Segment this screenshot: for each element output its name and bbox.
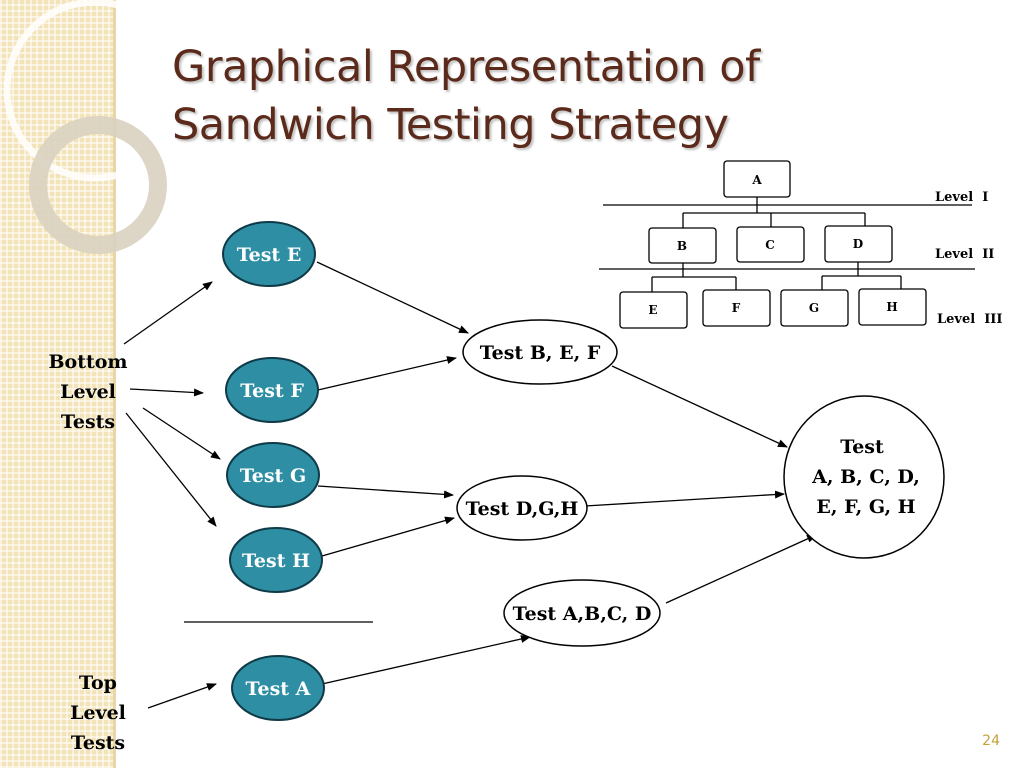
test-final-line-2: A, B, C, D, bbox=[811, 466, 920, 488]
arrow-abcd-to-final bbox=[665, 534, 817, 604]
top-level-tests-label: Top Level Tests bbox=[50, 668, 146, 758]
test-h-label: Test H bbox=[242, 550, 310, 572]
test-g-label: Test G bbox=[240, 465, 306, 487]
node-test-e bbox=[222, 221, 316, 287]
hierarchy-connectors bbox=[651, 197, 902, 292]
module-g-label: G bbox=[809, 301, 819, 315]
arrow-test-h-to-dgh bbox=[321, 516, 455, 557]
arrow-dgh-to-final bbox=[584, 490, 785, 507]
module-box-g bbox=[780, 289, 849, 327]
node-test-final bbox=[783, 395, 945, 559]
arrow-bottom-to-test-g bbox=[142, 407, 221, 460]
node-test-g bbox=[226, 442, 320, 508]
arrow-test-e-to-bef bbox=[316, 261, 469, 334]
bottom-label-line-1: Bottom bbox=[48, 351, 128, 373]
top-label-line-1: Top bbox=[79, 672, 117, 694]
flow-arrows bbox=[123, 261, 817, 709]
strip-edge bbox=[113, 0, 116, 768]
arrow-bottom-to-test-h bbox=[125, 412, 217, 527]
node-test-dgh bbox=[456, 475, 588, 541]
decorative-ring-small bbox=[29, 116, 167, 254]
title-line-2: Sandwich Testing Strategy bbox=[172, 100, 729, 150]
node-test-a bbox=[231, 655, 325, 721]
arrow-bottom-to-test-f bbox=[129, 388, 204, 397]
module-box-d bbox=[824, 225, 893, 263]
title-line-1: Graphical Representation of bbox=[172, 42, 760, 92]
arrow-bottom-to-test-e bbox=[123, 281, 213, 345]
top-label-line-3: Tests bbox=[70, 732, 126, 754]
arrow-bef-to-final bbox=[611, 365, 788, 448]
module-d-label: D bbox=[853, 237, 863, 251]
bottom-label-line-3: Tests bbox=[60, 411, 116, 433]
module-h-label: H bbox=[886, 300, 897, 314]
arrow-test-f-to-bef bbox=[317, 356, 457, 391]
arrow-test-a-to-abcd bbox=[321, 635, 531, 685]
arrow-top-to-test-a bbox=[147, 683, 217, 709]
module-box-f bbox=[702, 289, 771, 327]
node-test-f bbox=[225, 357, 319, 423]
test-final-line-3: E, F, G, H bbox=[816, 496, 915, 518]
node-test-abcd bbox=[503, 579, 661, 647]
node-test-h bbox=[229, 527, 323, 593]
top-label-line-2: Level bbox=[70, 702, 126, 724]
decorative-ring-large bbox=[3, 0, 187, 182]
test-a-label: Test A bbox=[246, 678, 311, 700]
arrow-test-g-to-dgh bbox=[317, 485, 454, 499]
level-2-label: Level II bbox=[935, 247, 994, 262]
test-f-label: Test F bbox=[240, 380, 304, 402]
module-box-e bbox=[619, 291, 688, 329]
test-bef-label: Test B, E, F bbox=[480, 342, 601, 364]
bottom-level-tests-label: Bottom Level Tests bbox=[40, 347, 136, 437]
module-box-c bbox=[736, 226, 805, 263]
test-abcd-label: Test A,B,C, D bbox=[513, 603, 652, 625]
module-a-label: A bbox=[751, 173, 762, 187]
test-final-line-1: Test bbox=[840, 436, 884, 458]
bottom-label-line-2: Level bbox=[60, 381, 116, 403]
module-box-h bbox=[858, 288, 927, 326]
slide-title: Graphical Representation of Sandwich Tes… bbox=[172, 38, 872, 154]
module-box-a bbox=[723, 160, 791, 198]
module-f-label: F bbox=[732, 301, 741, 315]
level-1-label: Level I bbox=[935, 190, 988, 205]
test-e-label: Test E bbox=[237, 244, 302, 266]
node-test-bef bbox=[462, 319, 618, 385]
page-number: 24 bbox=[982, 733, 1000, 749]
module-c-label: C bbox=[765, 238, 775, 252]
level-3-label: Level III bbox=[937, 312, 1002, 327]
module-e-label: E bbox=[648, 303, 657, 317]
module-b-label: B bbox=[677, 239, 687, 253]
test-dgh-label: Test D,G,H bbox=[466, 498, 579, 520]
module-box-b bbox=[648, 227, 717, 264]
